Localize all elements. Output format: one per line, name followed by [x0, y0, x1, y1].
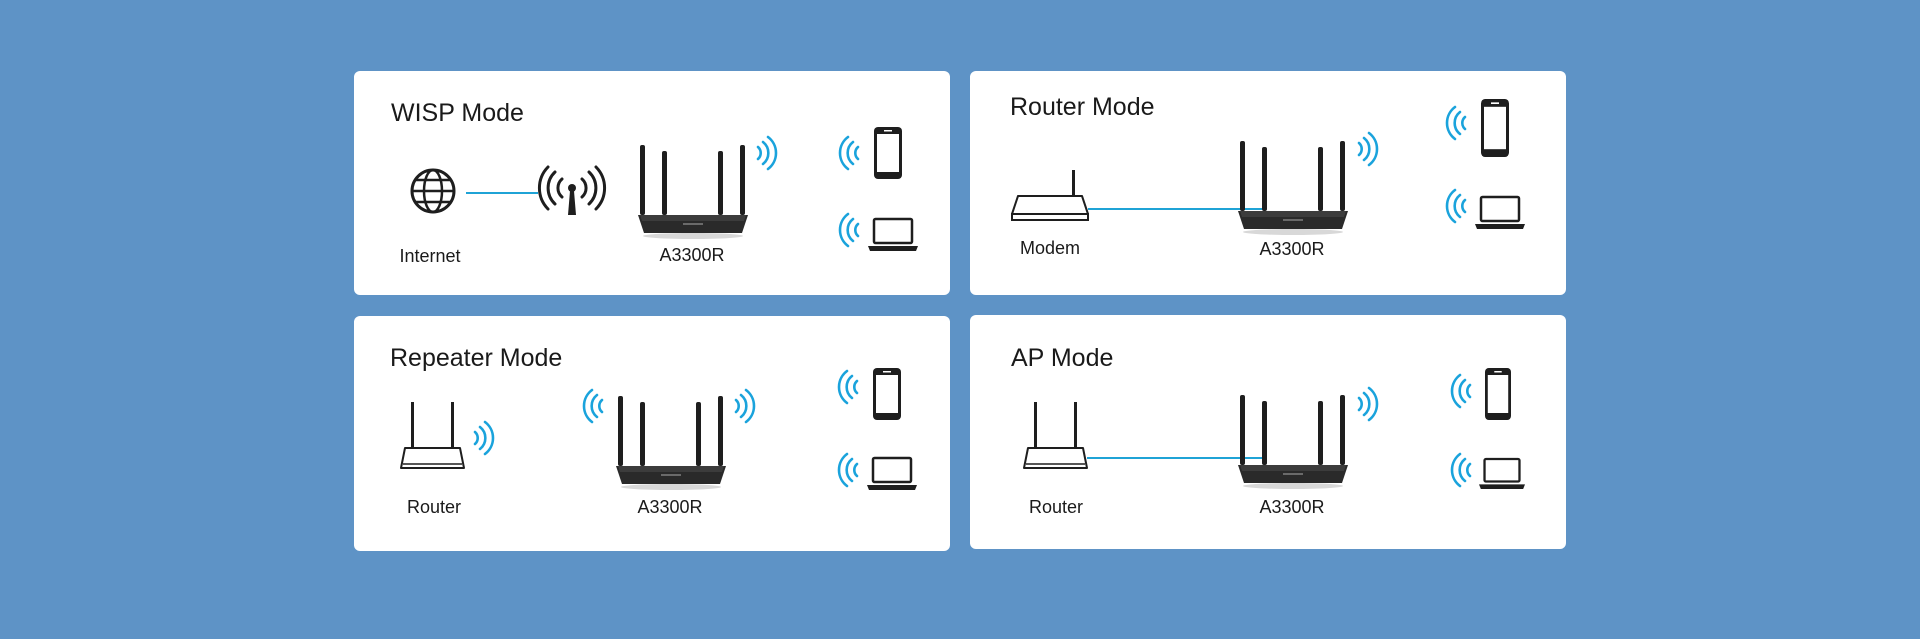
- a3300r-router-icon: [616, 396, 726, 490]
- source-label: Router: [406, 497, 462, 517]
- wifi-signal-icon: [1445, 105, 1467, 141]
- device-label: A3300R: [1259, 497, 1325, 517]
- source-label: Modem: [1019, 238, 1081, 258]
- globe-icon: [410, 168, 456, 214]
- laptop-icon: [1473, 195, 1527, 231]
- card-wisp-mode: WISP Mode Internet A3300R: [354, 71, 950, 295]
- a3300r-router-icon: [638, 145, 748, 239]
- phone-icon: [874, 127, 902, 179]
- router-icon: [1023, 401, 1088, 469]
- wifi-signal-icon: [838, 212, 860, 248]
- wifi-signal-icon: [1445, 188, 1467, 224]
- card-title: AP Mode: [1011, 344, 1114, 372]
- phone-icon: [1481, 99, 1509, 157]
- a3300r-router-icon: [1238, 141, 1348, 235]
- laptop-icon: [865, 456, 919, 492]
- router-icon: [400, 401, 465, 469]
- modem-icon: [1011, 169, 1089, 221]
- wifi-signal-icon: [1450, 373, 1472, 409]
- device-label: A3300R: [1259, 239, 1325, 259]
- card-router-mode: Router Mode Modem A3300R: [970, 71, 1566, 295]
- wifi-signal-icon: [582, 388, 604, 424]
- wifi-signal-icon: [1357, 386, 1379, 422]
- wifi-signal-icon: [837, 369, 859, 405]
- source-label: Internet: [399, 246, 461, 266]
- device-label: A3300R: [637, 497, 703, 517]
- source-label: Router: [1028, 497, 1084, 517]
- laptop-icon: [1477, 457, 1527, 491]
- wifi-signal-icon: [1450, 452, 1472, 488]
- wifi-signal-icon: [473, 420, 495, 456]
- a3300r-router-icon: [1238, 395, 1348, 489]
- signal-tower-icon: [537, 165, 607, 215]
- wifi-signal-icon: [1357, 131, 1379, 167]
- device-label: A3300R: [659, 245, 725, 265]
- card-title: Repeater Mode: [390, 344, 563, 372]
- card-repeater-mode: Repeater Mode Router A3300R: [354, 316, 950, 551]
- phone-icon: [1485, 368, 1511, 420]
- connection-line: [1087, 457, 1263, 459]
- card-title: WISP Mode: [391, 99, 524, 127]
- connection-line: [1088, 208, 1262, 210]
- wifi-signal-icon: [837, 452, 859, 488]
- card-ap-mode: AP Mode Router A3300R: [970, 315, 1566, 549]
- connection-line: [466, 192, 538, 194]
- wifi-signal-icon: [756, 135, 778, 171]
- wifi-signal-icon: [734, 388, 756, 424]
- wifi-signal-icon: [838, 135, 860, 171]
- phone-icon: [873, 368, 901, 420]
- laptop-icon: [866, 217, 920, 253]
- card-title: Router Mode: [1010, 93, 1155, 121]
